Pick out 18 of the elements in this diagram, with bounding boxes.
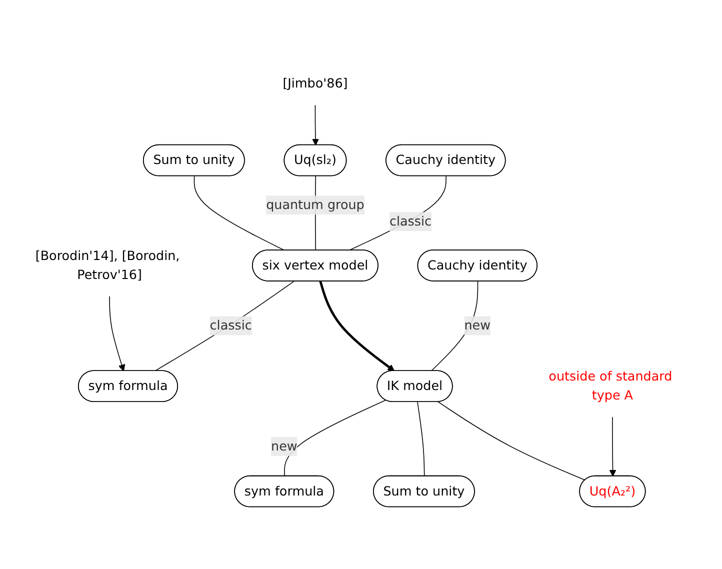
edge-label: quantum group (266, 197, 364, 212)
arrow (109, 296, 126, 372)
node-text: [Borodin'14], [Borodin, Petrov'16] (35, 248, 180, 282)
edge-label: classic (389, 214, 432, 229)
connector (154, 280, 294, 372)
arrow (312, 104, 319, 146)
node-text: outside of standard type A (548, 368, 672, 403)
connector (348, 176, 446, 251)
arrow (609, 416, 616, 477)
connector (284, 400, 386, 477)
connector (438, 402, 586, 481)
node-text: [Jimbo'86] (282, 76, 348, 91)
edge-label: classic (210, 318, 252, 333)
connector (417, 402, 425, 477)
arrow (319, 280, 395, 372)
edge-label: new (271, 438, 298, 454)
edge-label: new (464, 318, 491, 333)
connector (194, 176, 285, 251)
